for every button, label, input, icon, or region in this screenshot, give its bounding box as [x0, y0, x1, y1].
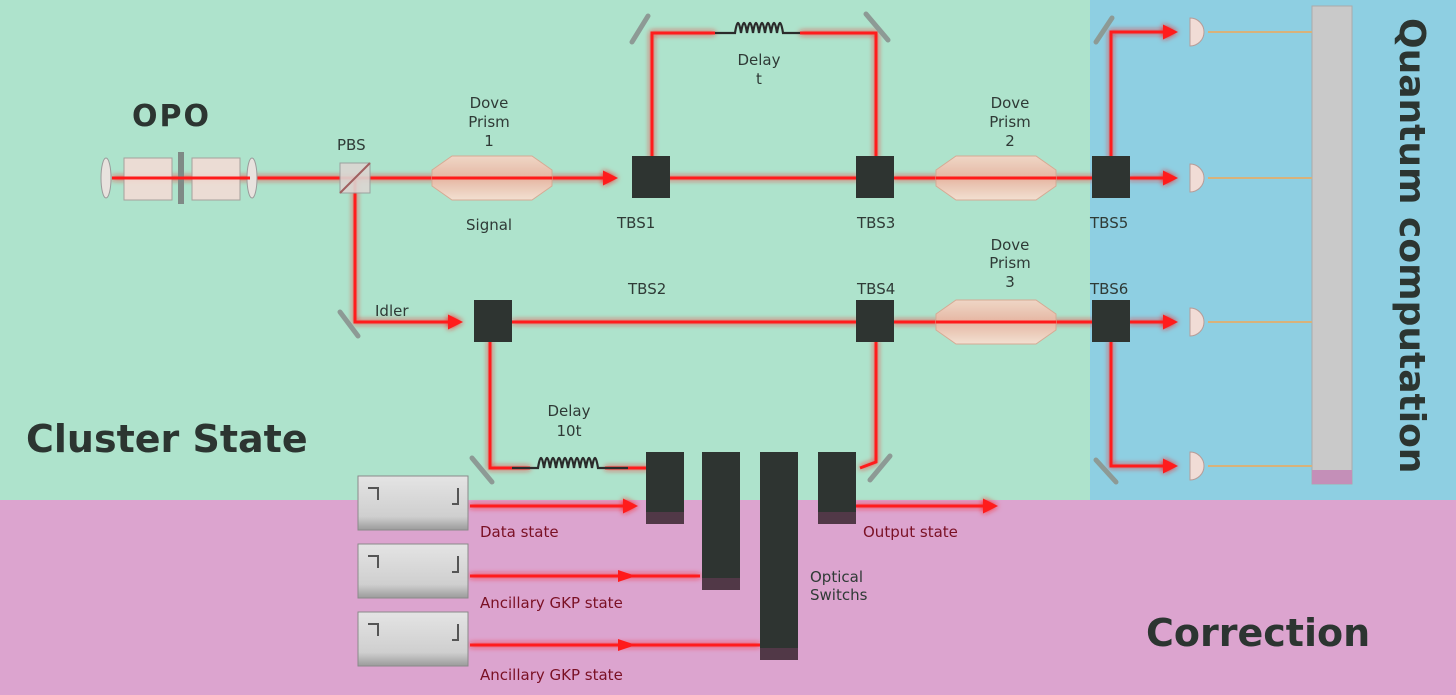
tbs6-label: TBS6: [1089, 280, 1128, 298]
beam-delay-t-loop: [650, 31, 878, 160]
ancillary-source-2: [357, 611, 469, 667]
correction-title: Correction: [1146, 611, 1370, 655]
switch-bases: [646, 512, 856, 660]
delay-10t-line2: 10t: [557, 422, 582, 440]
detector-lines: [1208, 31, 1312, 467]
dove3-line1: Dove: [991, 236, 1030, 254]
quantum-computation-region: [1090, 0, 1456, 500]
delay-10t-line1: Delay: [547, 402, 590, 420]
mirror-delay10t-left: [469, 455, 495, 485]
pbs-cube: [339, 162, 371, 194]
opo-cavity: [100, 152, 258, 204]
tbs1-label: TBS1: [616, 214, 655, 232]
beam-tbs6-down: [1109, 340, 1178, 474]
tbs2-label: TBS2: [627, 280, 666, 298]
mirrors: [337, 11, 1119, 485]
signal-label: Signal: [466, 216, 512, 234]
data-state-source: [357, 475, 469, 531]
dove3-line2: Prism: [989, 254, 1031, 272]
dove2-line3: 2: [1005, 132, 1015, 150]
dove-prism-3: [935, 299, 1057, 345]
mirror-delay-left: [629, 13, 651, 45]
dove3-line3: 3: [1005, 273, 1015, 291]
delay-t-coil: [715, 21, 800, 35]
ancillary-gkp-2-label: Ancillary GKP state: [480, 666, 623, 684]
dove1-line2: Prism: [468, 113, 510, 131]
tbs6-block: [1092, 300, 1130, 342]
source-plates: [357, 475, 469, 667]
switch-3: [760, 452, 798, 660]
pbs-label: PBS: [337, 136, 366, 154]
tbs4-block: [856, 300, 894, 342]
beam-tbs4-down: [859, 340, 878, 470]
tbs2-block: [474, 300, 512, 342]
dove2-line1: Dove: [991, 94, 1030, 112]
delay-t-line1: Delay: [737, 51, 780, 69]
dove2-line2: Prism: [989, 113, 1031, 131]
detector-1: [1189, 17, 1205, 47]
data-state-label: Data state: [480, 523, 559, 541]
tbs3-block: [856, 156, 894, 198]
beam-arrowheads: [618, 570, 636, 651]
mirror-delay-right: [863, 11, 891, 43]
ancillary-source-1: [357, 543, 469, 599]
dove-prism-1: [431, 155, 553, 201]
mirror-delay10t-right: [867, 453, 893, 483]
mirror-tbs6: [1093, 457, 1119, 485]
tbs4-label: TBS4: [856, 280, 895, 298]
tbs1-block: [632, 156, 670, 198]
delay-10t-coil: [512, 456, 628, 470]
detector-2: [1189, 163, 1205, 193]
detector-3: [1189, 307, 1205, 337]
readout-bar: [1311, 5, 1353, 485]
ancillary-gkp-1-label: Ancillary GKP state: [480, 594, 623, 612]
mirror-tbs5: [1093, 15, 1115, 45]
delay-t-line2: t: [756, 70, 762, 88]
opo-label: OPO: [132, 99, 211, 134]
detectors: [1189, 17, 1205, 481]
output-state-label: Output state: [863, 523, 958, 541]
switch-2: [702, 452, 740, 590]
optical-switches-line1: Optical: [810, 568, 863, 586]
beam-idler: [353, 178, 463, 330]
beam-tbs5-up: [1109, 24, 1178, 160]
readout-bar-base: [1312, 470, 1352, 484]
cluster-state-title: Cluster State: [26, 417, 308, 461]
detector-4: [1189, 451, 1205, 481]
dove-prism-2: [935, 155, 1057, 201]
tbs3-label: TBS3: [856, 214, 895, 232]
tbs-blocks: [474, 156, 1130, 342]
tbs5-label: TBS5: [1089, 214, 1128, 232]
idler-label: Idler: [375, 302, 409, 320]
dove1-line3: 1: [484, 132, 494, 150]
quantum-computation-title: Quantum computation: [1391, 18, 1432, 473]
cluster-state-region: [0, 0, 1090, 500]
optical-switches-line2: Switchs: [810, 586, 868, 604]
mirror-idler: [337, 309, 361, 339]
tbs5-block: [1092, 156, 1130, 198]
dove1-line1: Dove: [470, 94, 509, 112]
